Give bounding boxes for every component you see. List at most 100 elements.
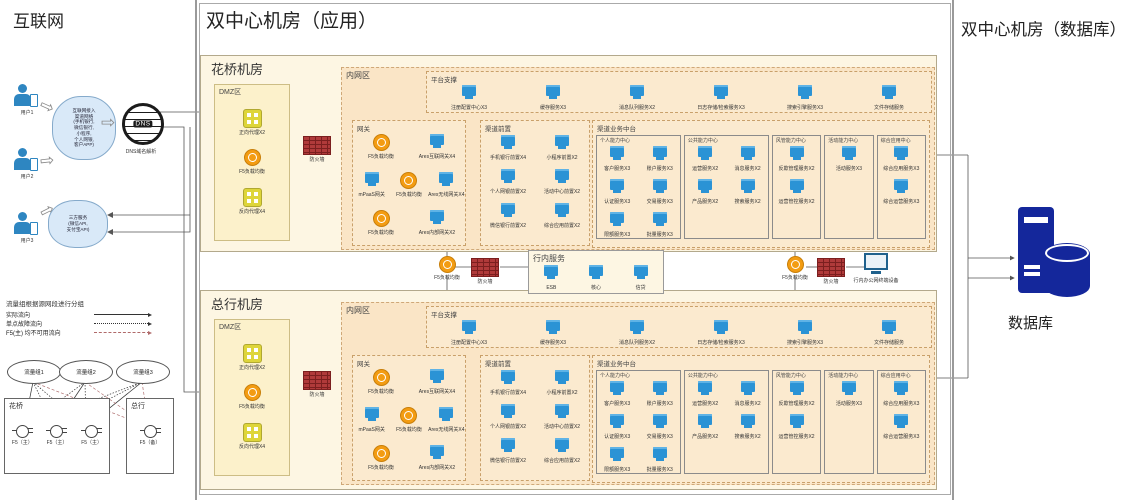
server-node: 限额服务X3 (601, 446, 633, 474)
f5-device: F5（主） (41, 425, 73, 447)
f5-label: F5负载均衡 (782, 275, 808, 281)
node-label: 综合应用前置X2 (543, 222, 581, 229)
server-node: 活动服务X3 (833, 146, 865, 173)
firewall-icon (303, 136, 331, 155)
server-node: 核心 (580, 265, 612, 292)
server-icon (610, 178, 625, 190)
server-node: mPaaS网关 (353, 407, 390, 434)
legend-line-dotted (94, 321, 152, 326)
server-node: ESB (535, 265, 567, 292)
server-icon (698, 381, 713, 392)
app-panel-border (199, 3, 951, 495)
server-icon (546, 85, 560, 96)
proxy-icon (242, 109, 262, 128)
node-label: 正向代理X2 (238, 365, 266, 371)
f5-device-label: F5（主） (81, 440, 103, 446)
server-icon (462, 85, 476, 96)
node-label: 个人网银前置X2 (489, 423, 527, 430)
center-grid: 综合应用服务X3 综合运营服务X3 (878, 146, 925, 206)
proxy-node: 反向代理X4 (222, 187, 282, 216)
server-node: 客户服务X3 (601, 381, 633, 408)
server-node: mPaaS网关 (353, 172, 390, 199)
node-label: 认证服务X3 (604, 198, 631, 205)
user-icon (14, 148, 40, 172)
server-node: Ares无线网关X4 (428, 172, 465, 199)
node-label: 日志存储/检索服务X3 (697, 340, 745, 346)
node-label: 反欺管理服务X2 (778, 166, 815, 172)
server-icon (555, 135, 569, 146)
node-label: Ares无线网关X4 (428, 192, 465, 198)
node-label: mPaaS网关 (358, 427, 385, 433)
server-node: Ares互联网关X4 (409, 369, 465, 396)
server-icon (501, 202, 515, 214)
server-node: 客户服务X3 (601, 146, 633, 173)
proxy-node: 反向代理X4 (222, 422, 282, 451)
node-label: 消息服务X2 (734, 401, 761, 407)
server-node: 综合应用服务X3 (882, 146, 920, 173)
server-icon (430, 134, 444, 145)
server-icon (652, 381, 667, 392)
server-icon (439, 407, 454, 418)
server-node: 个人网银前置X2 (483, 168, 533, 196)
center-title: 公共能力中心 (687, 138, 718, 144)
phone-icon (30, 222, 38, 235)
f5-node: F5负载均衡 (353, 445, 409, 472)
center-title: 活动能力中心 (828, 138, 859, 144)
node-label: F5负载均衡 (368, 230, 394, 236)
legend-item: 单点故障流向 (6, 319, 156, 328)
interlink-right-f5: F5负载均衡 (776, 256, 814, 282)
server-icon (652, 446, 667, 458)
server-node: 运营服务X2 (689, 381, 721, 408)
block-arrow-icon (101, 114, 115, 131)
node-label: 反向代理X4 (238, 208, 266, 215)
server-icon (789, 146, 804, 157)
server-node: 综合运营服务X3 (882, 413, 920, 441)
server-node: 运营管控服务X2 (777, 413, 815, 441)
f5-node: F5负载均衡 (390, 172, 427, 199)
server-icon (555, 403, 569, 415)
node-label: F5负载均衡 (368, 154, 394, 160)
firewall-label: 防火墙 (477, 279, 493, 285)
node-label: 手机银行前置X4 (489, 390, 527, 396)
server-icon (740, 146, 755, 157)
node-label: 综合运营服务X3 (883, 198, 920, 205)
server-node: 账户服务X3 (644, 381, 676, 408)
f5-load-balancer-icon (372, 445, 390, 462)
server-node: 缓存服务X3 (515, 85, 591, 112)
node-label: Ares内部网关X2 (418, 465, 456, 471)
f5-load-balancer-icon (786, 256, 804, 273)
f5-label: F5负载均衡 (434, 275, 460, 281)
server-icon (555, 437, 569, 449)
server-icon (882, 320, 896, 331)
server-node: Ares内部网关X2 (409, 210, 465, 237)
platform-title: 平台支撑 (431, 312, 457, 319)
node-label: 运营管控服务X2 (778, 198, 815, 205)
load-balancer-icon (139, 425, 161, 438)
server-node: 综合应用前置X2 (537, 202, 587, 230)
node-label: 产品服务X2 (692, 198, 719, 205)
node-label: F5负载均衡 (396, 192, 422, 198)
firewall-label: 防火墙 (309, 157, 325, 163)
f5-device: F5（主） (76, 425, 108, 447)
third-party-services-cloud: 三方服务 (微信API, 支付宝API) (43, 200, 112, 248)
server-node: 小程序前置X2 (537, 370, 587, 397)
user-label: 用户3 (20, 238, 34, 244)
server-icon (652, 146, 667, 157)
proxy-icon (242, 187, 262, 207)
server-icon (894, 413, 909, 425)
server-icon (544, 265, 559, 276)
node-label: ESB (546, 285, 557, 291)
